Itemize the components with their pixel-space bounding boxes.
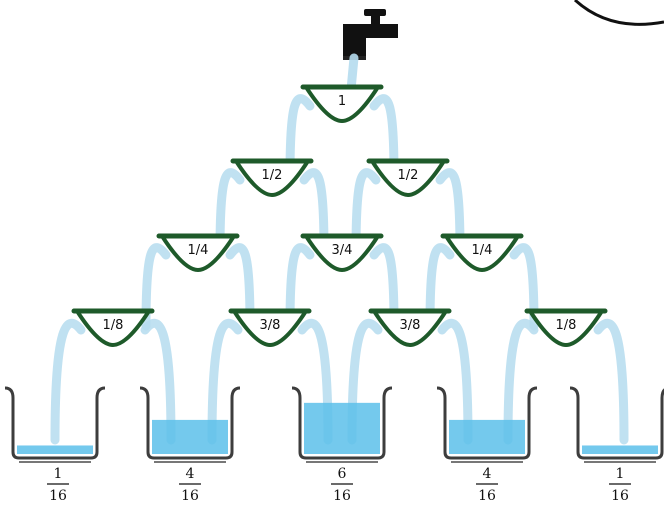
fraction-denominator: 16 (333, 488, 351, 504)
bowl: 3/8 (368, 308, 452, 347)
water-stream (593, 318, 629, 445)
fraction-denominator: 16 (49, 488, 67, 504)
water-stream (503, 318, 539, 445)
bowl: 1/2 (230, 158, 314, 197)
water-stream (285, 243, 315, 331)
bowl: 1/2 (366, 158, 450, 197)
water-stream (225, 243, 255, 331)
water-stream (285, 94, 315, 181)
bowl: 1/4 (440, 233, 524, 272)
faucet-icon (343, 9, 398, 60)
container-glass (291, 386, 393, 460)
fraction-denominator: 16 (611, 488, 629, 504)
bowl-shape (528, 309, 604, 347)
water-stream (435, 168, 465, 256)
water-stream (50, 318, 86, 445)
water-stream (351, 168, 381, 256)
container (4, 386, 106, 463)
water-stream (215, 168, 245, 256)
bowl-shape (370, 159, 446, 197)
bowl: 1 (300, 84, 384, 123)
bowl-label: 3/4 (332, 243, 353, 258)
bowl-shape (304, 234, 380, 272)
bowl-shape (232, 309, 308, 347)
bowl-label: 3/8 (400, 318, 421, 333)
bowl-label: 1/8 (103, 318, 124, 333)
container (436, 386, 538, 463)
water-stream (425, 243, 455, 331)
fraction-numerator: 4 (186, 466, 195, 482)
bowl-shape (304, 85, 380, 123)
container-glass (139, 386, 241, 460)
water-stream (437, 318, 473, 445)
water-stream (141, 243, 171, 331)
bowl-shape (372, 309, 448, 347)
fraction-numerator: 6 (338, 466, 347, 482)
bowl: 3/8 (228, 308, 312, 347)
bowl-label: 1/4 (188, 243, 209, 258)
container-fraction: 116 (609, 466, 631, 504)
bowl-label: 1/2 (398, 168, 419, 183)
containers (4, 386, 664, 463)
bowl-label: 3/8 (260, 318, 281, 333)
bowl: 3/4 (300, 233, 384, 272)
container-water (17, 445, 93, 454)
container-fraction: 416 (179, 466, 201, 504)
water-stream (369, 243, 399, 331)
container-water (449, 419, 525, 454)
container-fraction: 616 (331, 466, 353, 504)
water-stream (509, 243, 539, 331)
bowl-label: 1/8 (556, 318, 577, 333)
bowl-label: 1/2 (262, 168, 283, 183)
container (139, 386, 241, 463)
container-glass (436, 386, 538, 460)
bowl-shape (444, 234, 520, 272)
bowl-label: 1/4 (472, 243, 493, 258)
corner-arc (573, 0, 664, 26)
bowl-label: 1 (338, 94, 346, 109)
container-fraction: 416 (476, 466, 498, 504)
fraction-numerator: 4 (483, 466, 492, 482)
container-glass (4, 386, 106, 460)
bowl: 1/4 (156, 233, 240, 272)
container-water (304, 402, 380, 454)
fraction-denominator: 16 (181, 488, 199, 504)
fraction-numerator: 1 (54, 466, 63, 482)
water-stream (369, 94, 399, 181)
bowl-shape (160, 234, 236, 272)
bowl: 1/8 (524, 308, 608, 347)
bowl: 1/8 (71, 308, 155, 347)
water-stream (299, 168, 329, 256)
fraction-denominator: 16 (478, 488, 496, 504)
container-glass (569, 386, 664, 460)
water-stream (207, 318, 243, 445)
water-stream (140, 318, 176, 445)
container (569, 386, 664, 463)
container (291, 386, 393, 463)
bowl-shape (75, 309, 151, 347)
bowls: 1 1/2 1/2 1/4 3/4 1/4 1/8 3/8 3/8 1/8 (71, 84, 608, 347)
water-streams (50, 53, 629, 445)
fraction-numerator: 1 (616, 466, 625, 482)
container-water (582, 445, 658, 454)
container-water (152, 419, 228, 454)
container-fraction: 116 (47, 466, 69, 504)
bowl-shape (234, 159, 310, 197)
